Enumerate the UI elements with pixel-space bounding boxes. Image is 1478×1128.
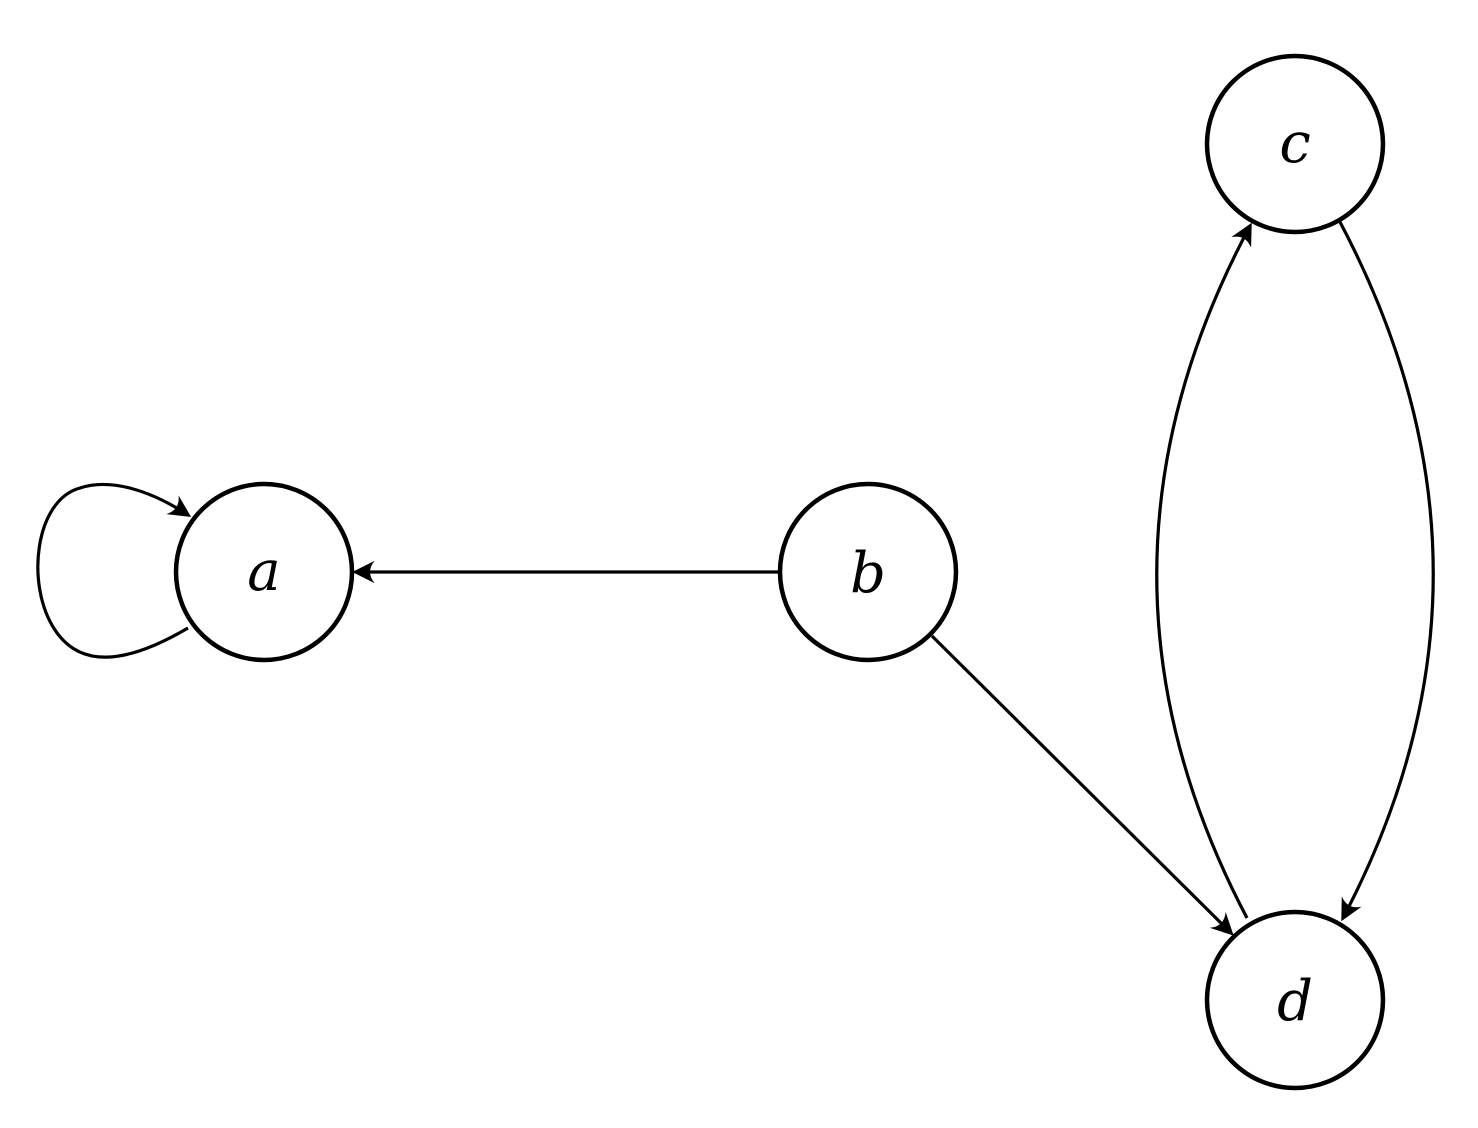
node-b-label: b — [850, 541, 886, 606]
edges-group — [36, 221, 1435, 936]
node-a-label: a — [247, 539, 280, 604]
node-a-circle — [173, 481, 355, 663]
node-d: d — [1204, 909, 1386, 1091]
node-d-circle — [1204, 909, 1386, 1091]
nodes-group: a b c d — [173, 53, 1386, 1091]
node-b: b — [777, 481, 959, 663]
node-c-circle — [1204, 53, 1386, 235]
node-c-label: c — [1279, 111, 1310, 176]
edge-c-to-d — [1338, 221, 1435, 922]
node-b-circle — [777, 481, 959, 663]
edge-a-to-a — [36, 482, 192, 659]
node-a: a — [173, 481, 355, 663]
node-d-label: d — [1277, 969, 1313, 1034]
edge-d-to-c — [1155, 222, 1252, 919]
node-c: c — [1204, 53, 1386, 235]
edge-b-to-d — [930, 634, 1234, 936]
